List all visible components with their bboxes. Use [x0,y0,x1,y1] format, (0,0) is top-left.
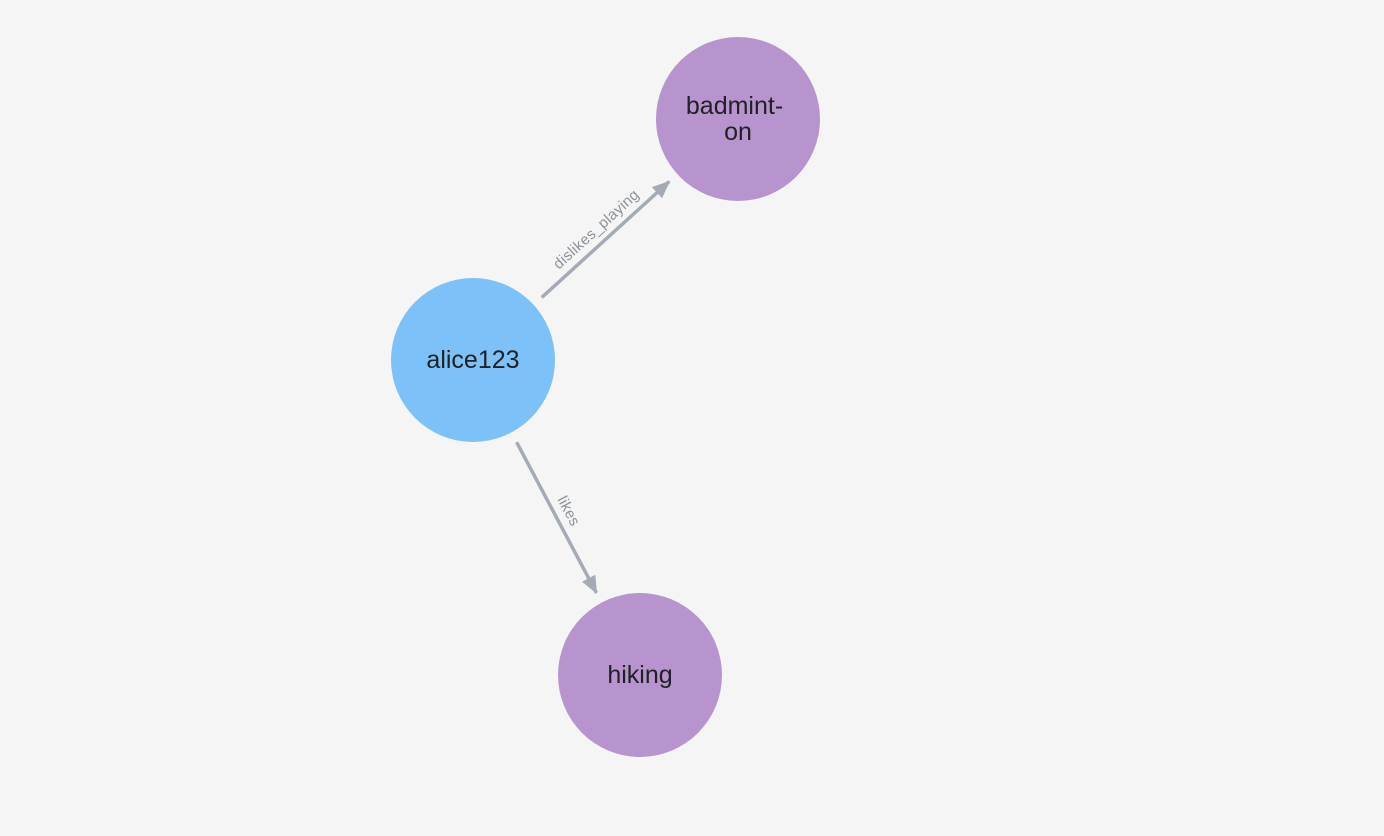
node-label-line: badmint- [686,92,783,120]
node-alice123-circle[interactable] [391,278,555,442]
node-alice123-label: alice123 [426,346,519,374]
node-label-line: hiking [607,661,672,689]
edge-dislikes-playing-line[interactable] [540,180,671,299]
node-label-line: on [724,118,752,146]
node-hiking: hiking [558,593,722,757]
node-badminton-circle[interactable] [656,37,820,201]
node-badminton-label: badmint- on [686,84,790,146]
node-label-line: alice123 [426,346,519,374]
node-hiking-circle[interactable] [558,593,722,757]
node-badminton: badmint- on [656,37,820,201]
edge-likes-line[interactable] [515,441,598,595]
edge-likes: likes [515,441,598,595]
edge-dislikes-playing-label: dislikes_playing [550,186,643,273]
node-hiking-label: hiking [607,661,672,689]
node-alice123: alice123 [391,278,555,442]
edge-dislikes-playing: dislikes_playing [540,180,671,299]
